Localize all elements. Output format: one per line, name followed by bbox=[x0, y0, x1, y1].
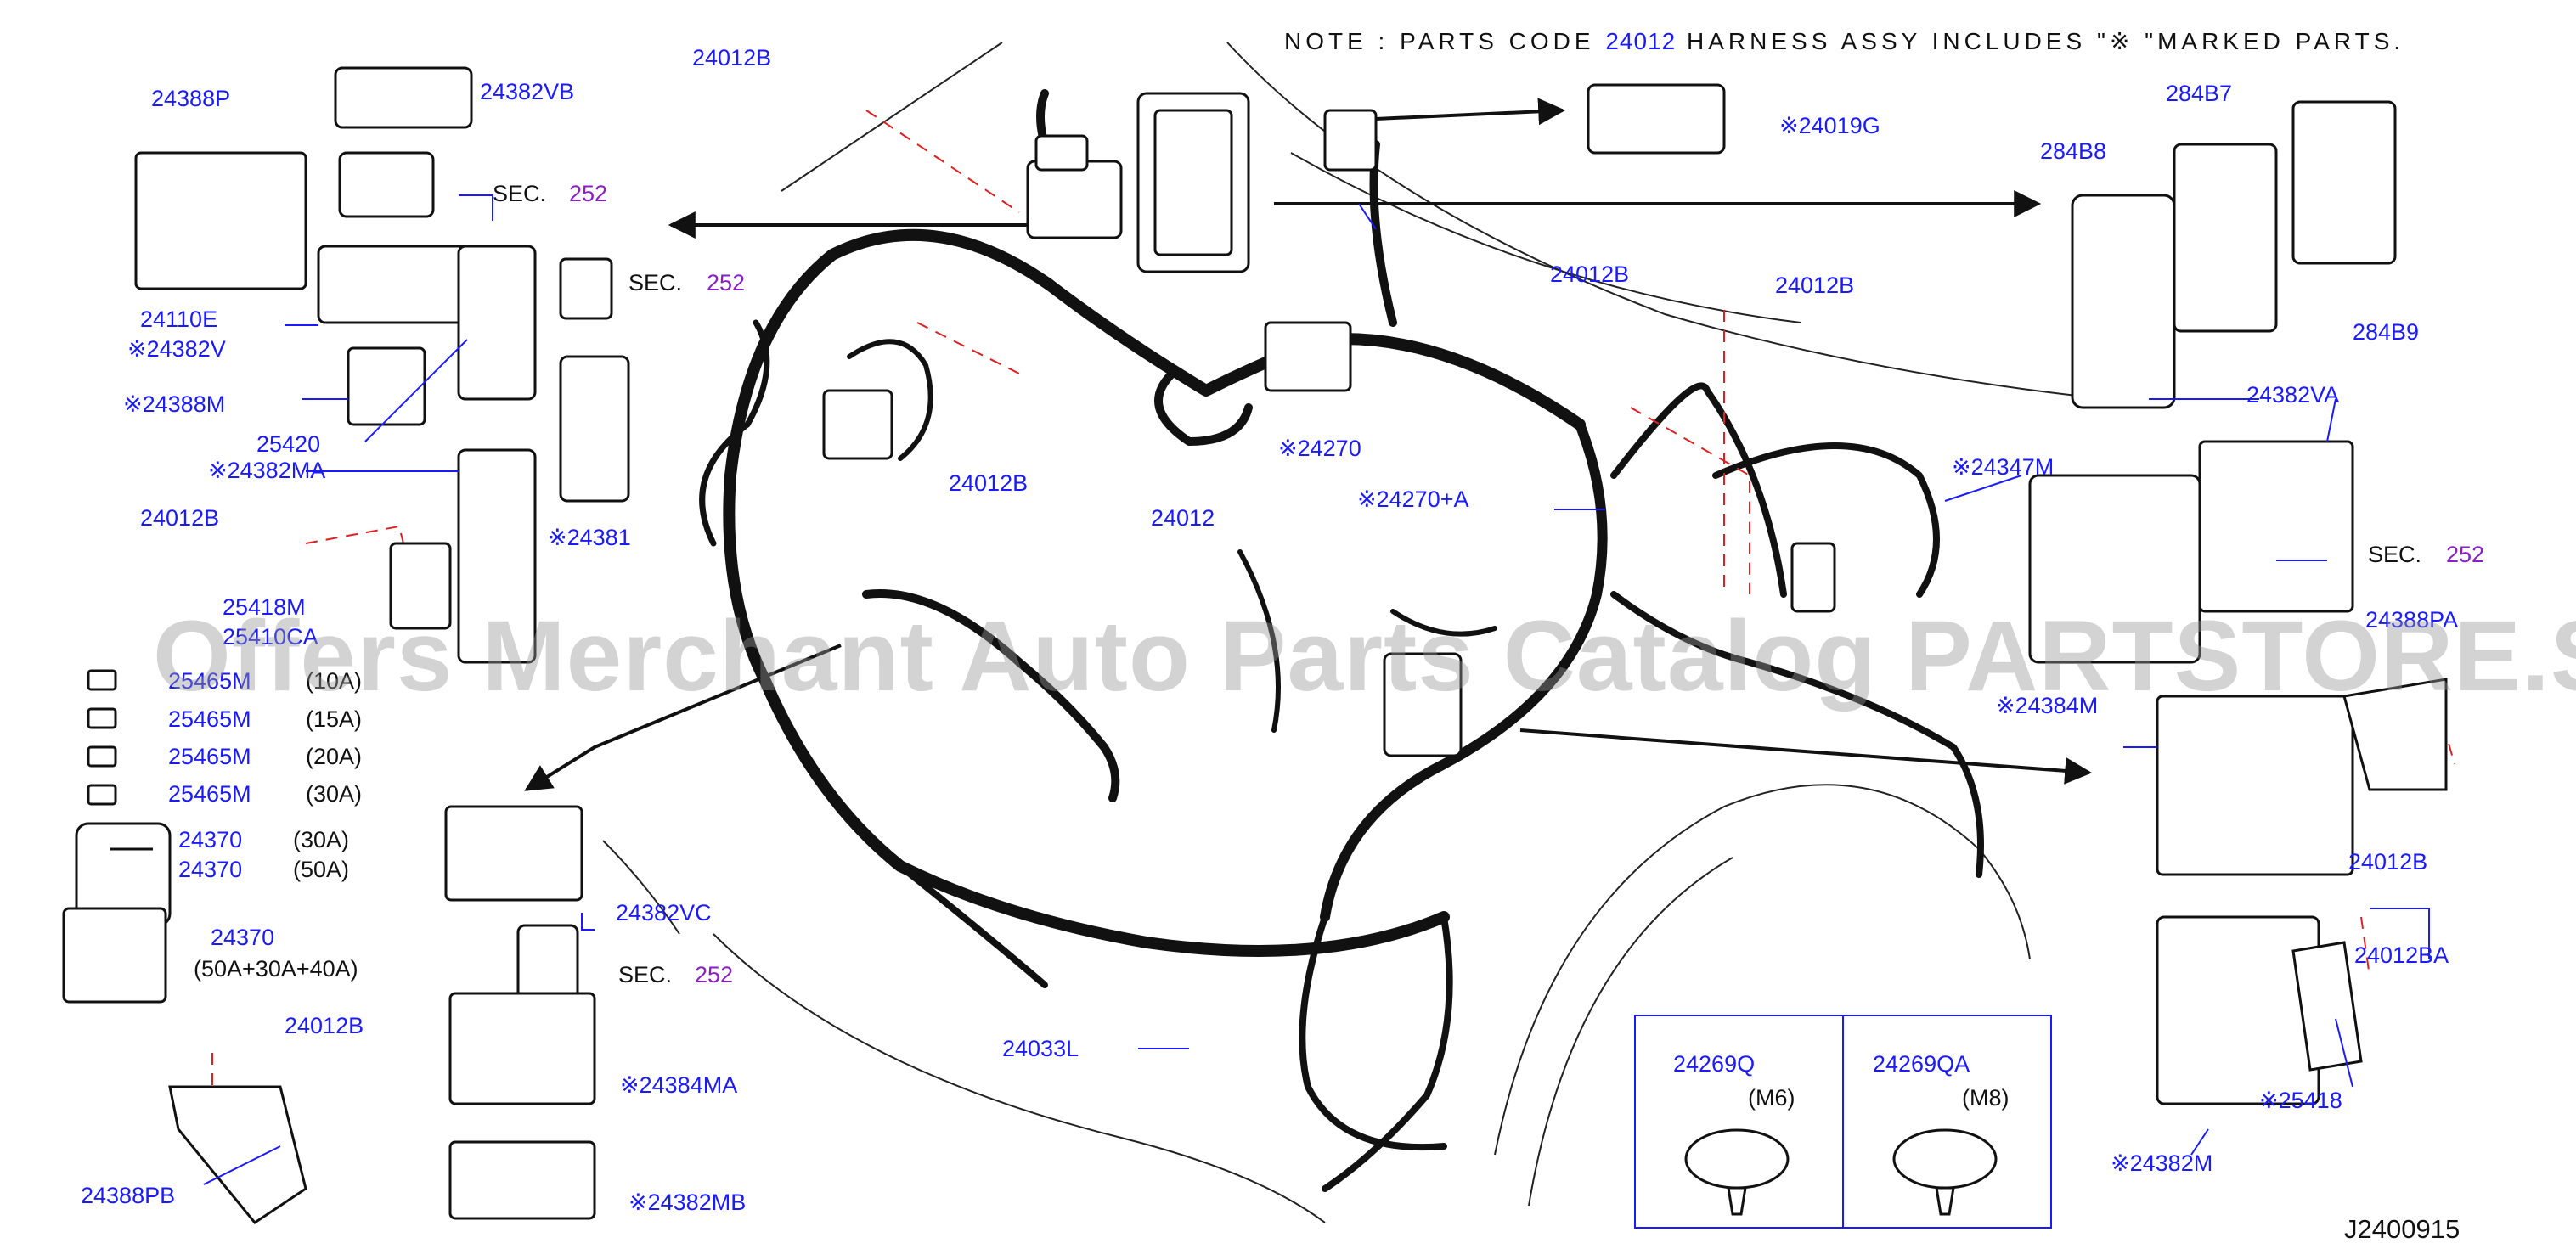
label-24012B-f: 24012B bbox=[1775, 273, 1855, 298]
label-24382VC: 24382VC bbox=[616, 900, 712, 925]
label-24384MA: ※24384MA bbox=[620, 1072, 738, 1098]
label-24382M: ※24382M bbox=[2111, 1150, 2213, 1176]
label-24270A: ※24270+A bbox=[1357, 487, 1469, 512]
label-24012B-b: 24012B bbox=[140, 505, 220, 531]
label-24370-30A: 24370 bbox=[178, 827, 243, 852]
label-fuse-2-amp: (15A) bbox=[306, 706, 363, 732]
note-prefix: NOTE : PARTS CODE bbox=[1284, 28, 1595, 54]
label-sec-b-num: 252 bbox=[707, 270, 746, 295]
label-fuse-3-amp: (20A) bbox=[306, 744, 363, 769]
label-leaders bbox=[203, 194, 2430, 1185]
label-24370-50A: 24370 bbox=[178, 857, 243, 882]
label-24388PA: 24388PA bbox=[2365, 607, 2459, 633]
label-24388PB: 24388PB bbox=[81, 1183, 176, 1208]
label-25420: 25420 bbox=[256, 431, 321, 457]
label-24382VA: 24382VA bbox=[2246, 382, 2340, 408]
label-24012B-d: 24012B bbox=[949, 470, 1029, 496]
label-fuse-4-code: 25465M bbox=[168, 781, 251, 807]
note-middle: HARNESS ASSY INCLUDES " bbox=[1687, 28, 2110, 54]
label-24033L: 24033L bbox=[1002, 1036, 1079, 1061]
label-24110E: 24110E bbox=[140, 307, 218, 332]
parts-note: NOTE : PARTS CODE 24012 HARNESS ASSY INC… bbox=[1284, 27, 2404, 55]
label-24370-multi-amp: (50A+30A+40A) bbox=[194, 956, 358, 982]
label-24370-50A-amp: (50A) bbox=[293, 857, 350, 882]
label-fuse-1-amp: (10A) bbox=[306, 668, 363, 694]
label-24382MA: ※24382MA bbox=[208, 458, 326, 483]
label-24012B-c: 24012B bbox=[285, 1013, 364, 1038]
label-24388P: 24388P bbox=[151, 86, 231, 111]
label-24347M: ※24347M bbox=[1952, 454, 2055, 480]
harness-components bbox=[822, 92, 1836, 757]
label-24381: ※24381 bbox=[548, 525, 631, 550]
label-fuse-4-amp: (30A) bbox=[306, 781, 363, 807]
label-sec-c-num: 252 bbox=[695, 962, 734, 987]
label-sec-a-num: 252 bbox=[569, 181, 608, 206]
note-code: 24012 bbox=[1605, 28, 1677, 54]
label-sec-c: SEC. bbox=[618, 962, 673, 987]
right-parts bbox=[1587, 83, 2448, 1105]
label-24382MB: ※24382MB bbox=[628, 1190, 747, 1215]
label-24012B-g: 24012B bbox=[2348, 849, 2428, 875]
label-fuse-3-code: 25465M bbox=[168, 744, 251, 769]
label-24388M: ※24388M bbox=[123, 391, 226, 417]
left-parts bbox=[62, 66, 630, 1225]
label-sec-a: SEC. bbox=[493, 181, 547, 206]
label-24384M: ※24384M bbox=[1996, 693, 2099, 718]
label-24012B-e: 24012B bbox=[1550, 262, 1630, 287]
label-284B8: 284B8 bbox=[2040, 138, 2107, 164]
label-24270: ※24270 bbox=[1278, 436, 1361, 461]
fuse-icons bbox=[87, 669, 117, 806]
label-24019G: ※24019G bbox=[1779, 113, 1880, 138]
label-25418M: 25418M bbox=[223, 594, 306, 620]
direction-arrows bbox=[524, 98, 2093, 791]
clip-icons bbox=[1684, 1128, 1998, 1216]
label-24269QA: 24269QA bbox=[1873, 1051, 1970, 1077]
label-25410CA: 25410CA bbox=[223, 624, 318, 650]
clip-box bbox=[1634, 1015, 2052, 1229]
label-sec-b: SEC. bbox=[628, 270, 683, 295]
label-24269QA-size: (M8) bbox=[1962, 1085, 2010, 1111]
label-sec-d: SEC. bbox=[2368, 542, 2422, 567]
label-24370-multi: 24370 bbox=[211, 925, 275, 950]
note-mark: ※ bbox=[2109, 28, 2134, 54]
watermark: Offers Merchant Auto Parts Catalog PARTS… bbox=[153, 600, 2576, 712]
label-284B9: 284B9 bbox=[2353, 319, 2420, 345]
label-sec-d-num: 252 bbox=[2446, 542, 2485, 567]
label-24012BA: 24012BA bbox=[2354, 942, 2449, 968]
note-suffix: "MARKED PARTS. bbox=[2145, 28, 2405, 54]
label-fuse-1-code: 25465M bbox=[168, 668, 251, 694]
label-24269Q-size: (M6) bbox=[1748, 1085, 1795, 1111]
label-24382V: ※24382V bbox=[127, 336, 226, 362]
label-fuse-2-code: 25465M bbox=[168, 706, 251, 732]
label-24012B-a: 24012B bbox=[692, 45, 772, 70]
label-24370-30A-amp: (30A) bbox=[293, 827, 350, 852]
label-25418: ※25418 bbox=[2259, 1088, 2342, 1113]
drawing-reference: J2400915 bbox=[2344, 1214, 2460, 1244]
label-24012: 24012 bbox=[1151, 505, 1215, 531]
label-24269Q: 24269Q bbox=[1673, 1051, 1756, 1077]
label-24382VB: 24382VB bbox=[480, 79, 575, 104]
label-284B7: 284B7 bbox=[2166, 81, 2233, 106]
